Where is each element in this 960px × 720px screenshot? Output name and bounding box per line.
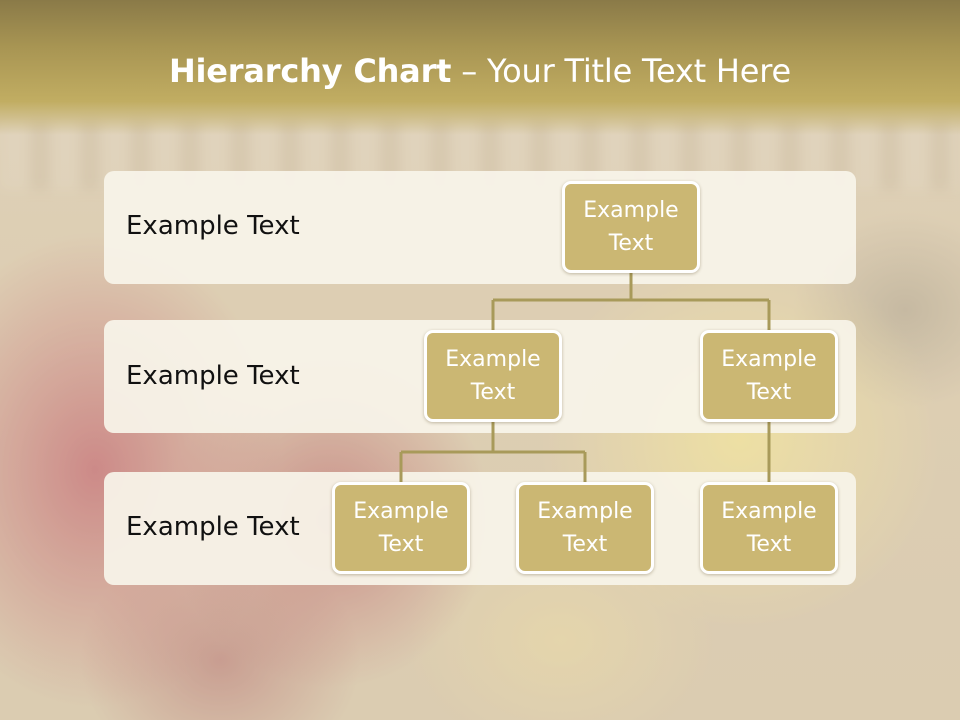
title-bold: Hierarchy Chart [168,52,452,90]
node-level3-b[interactable]: Example Text [516,482,654,574]
level-label-1: Example Text [126,211,300,241]
title-bar [0,0,960,135]
title-rest: – Your Title Text Here [451,52,792,90]
level-band-1 [104,171,856,284]
level-label-2: Example Text [126,361,300,391]
node-level2-right[interactable]: Example Text [700,330,838,422]
level-label-3: Example Text [126,512,300,542]
node-level3-c[interactable]: Example Text [700,482,838,574]
slide-title: Hierarchy Chart – Your Title Text Here [0,52,960,90]
node-level2-left[interactable]: Example Text [424,330,562,422]
node-level3-a[interactable]: Example Text [332,482,470,574]
node-root[interactable]: Example Text [562,181,700,273]
